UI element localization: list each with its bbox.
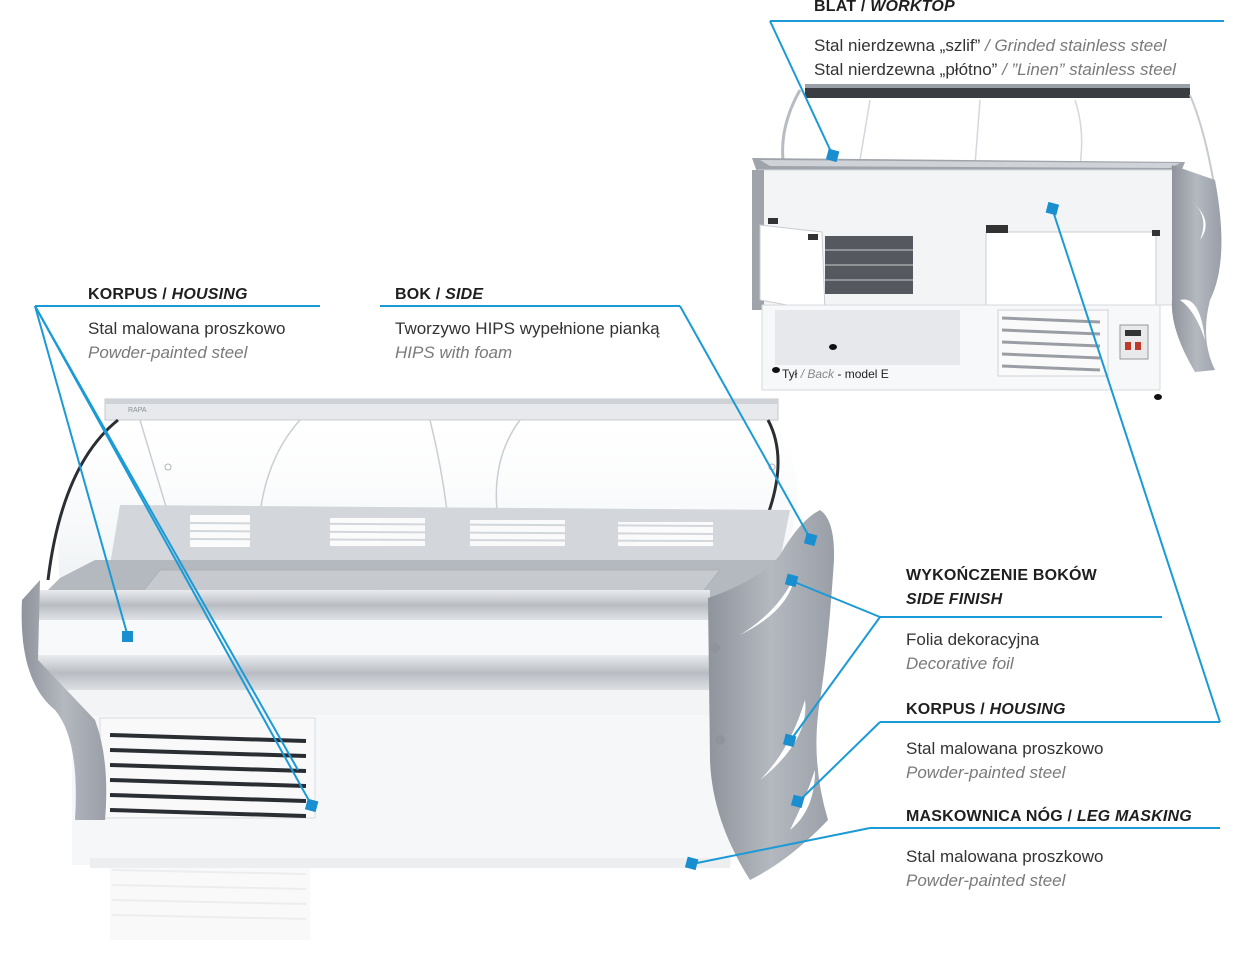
back-view-label-en: / Back	[800, 367, 835, 381]
callout-markers	[122, 148, 1060, 871]
marker-side-finish-top	[784, 573, 799, 588]
worktop-line-1-en: / Grinded stainless steel	[985, 36, 1167, 55]
leader-lines	[34, 20, 1224, 865]
side-title: BOK / SIDE	[395, 286, 484, 303]
side-finish-title-en: SIDE FINISH	[906, 591, 1002, 609]
leg-masking-title-pl: MASKOWNICA NÓG	[906, 808, 1063, 825]
housing-left-title-pl: KORPUS	[88, 286, 158, 303]
marker-side-finish-bottom	[782, 733, 797, 748]
side-finish-title-pl: WYKOŃCZENIE BOKÓW	[906, 567, 1097, 584]
side-title-pl: BOK	[395, 286, 432, 303]
housing-right-title-en: HOUSING	[989, 701, 1066, 718]
worktop-line-2-pl: Stal nierdzewna „płótno”	[814, 60, 998, 79]
marker-leg-masking	[684, 856, 699, 871]
side-title-en: SIDE	[445, 286, 484, 303]
worktop-line-2-en: / ”Linen” stainless steel	[1002, 60, 1176, 79]
side-finish-title-en-text: SIDE FINISH	[906, 591, 1003, 608]
marker-side	[803, 532, 818, 547]
worktop-line-2: Stal nierdzewna „płótno” / ”Linen” stain…	[814, 60, 1176, 80]
housing-right-title-pl: KORPUS	[906, 701, 976, 718]
housing-left-title-en: HOUSING	[171, 286, 248, 303]
back-view-label-pl: Tył	[782, 367, 798, 381]
worktop-line-1-pl: Stal nierdzewna „szlif”	[814, 36, 981, 55]
marker-side-housing	[790, 794, 805, 809]
leg-masking-desc-en: Powder-painted steel	[906, 871, 1066, 890]
side-desc-pl: Tworzywo HIPS wypełnione pianką	[395, 319, 660, 338]
marker-back-housing	[1045, 201, 1060, 216]
leg-masking-desc-pl: Stal malowana proszkowo	[906, 847, 1104, 866]
worktop-line-1: Stal nierdzewna „szlif” / Grinded stainl…	[814, 36, 1166, 56]
housing-left-title: KORPUS / HOUSING	[88, 286, 248, 303]
back-view-counter	[752, 84, 1222, 400]
marker-front-housing	[122, 631, 133, 642]
brand-logo: RAPA	[128, 407, 147, 414]
leg-masking-title: MASKOWNICA NÓG / LEG MASKING	[906, 808, 1192, 825]
housing-right-title: KORPUS / HOUSING	[906, 701, 1066, 718]
leg-masking-title-en: LEG MASKING	[1076, 808, 1192, 825]
back-view-label: Tył / Back - model E	[782, 367, 889, 381]
marker-leg-vent	[304, 798, 319, 813]
worktop-title-en: WORKTOP	[870, 0, 955, 15]
housing-right-desc-en: Powder-painted steel	[906, 763, 1066, 782]
side-finish-desc-pl: Folia dekoracyjna	[906, 630, 1040, 649]
side-desc-en: HIPS with foam	[395, 343, 513, 362]
housing-left-desc-pl: Stal malowana proszkowo	[88, 319, 286, 338]
housing-right-desc-pl: Stal malowana proszkowo	[906, 739, 1104, 758]
side-finish-desc-en: Decorative foil	[906, 654, 1014, 673]
worktop-title-pl: BLAT	[814, 0, 857, 15]
main-counter	[21, 398, 835, 940]
back-view-model: - model E	[837, 367, 889, 381]
marker-worktop	[825, 148, 840, 163]
worktop-title: BLAT / WORKTOP	[814, 0, 955, 15]
housing-left-desc-en: Powder-painted steel	[88, 343, 248, 362]
